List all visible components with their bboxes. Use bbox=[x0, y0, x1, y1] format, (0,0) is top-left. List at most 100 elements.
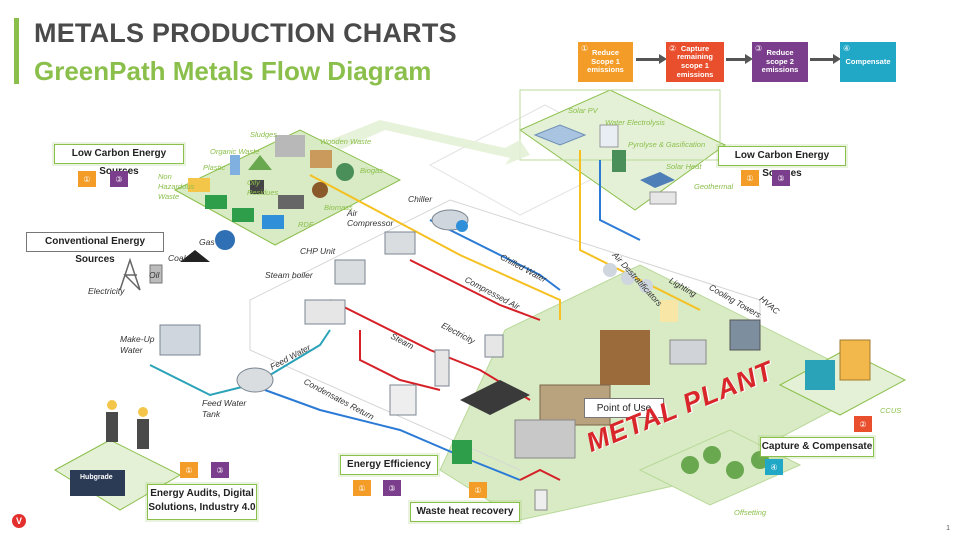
hvac-unit-icon bbox=[729, 319, 761, 351]
solar-pv-icon bbox=[533, 124, 587, 146]
flow-line-waste-heat bbox=[519, 468, 561, 481]
green-arrow-icon bbox=[330, 120, 530, 165]
badge-1-low-carbon-left: ① bbox=[78, 171, 96, 187]
energy-efficiency-icon bbox=[452, 440, 472, 464]
step-1-label: Reduce Scope 1 emissions bbox=[587, 48, 624, 75]
plastic-bottle-icon bbox=[230, 155, 240, 175]
flow-line-blue-top bbox=[599, 160, 641, 241]
chp-unit-icon bbox=[334, 259, 366, 285]
waste-bin-icon bbox=[232, 208, 254, 222]
gas-tank-icon bbox=[215, 230, 235, 250]
step-3-label: Reduce scope 2 emissions bbox=[761, 48, 799, 75]
blast-furnace-icon bbox=[600, 330, 650, 385]
storage-tank-icon bbox=[434, 349, 450, 387]
badge-1-waste-heat: ① bbox=[469, 482, 487, 498]
flow-line-make-up-water bbox=[149, 364, 251, 397]
step-arrow-1 bbox=[636, 54, 667, 64]
biomass-log-icon bbox=[312, 182, 328, 198]
label-electricity-source: Electricity bbox=[88, 286, 125, 296]
label-plastic: Plastic bbox=[203, 163, 226, 172]
pyrolysis-reactor-icon bbox=[612, 150, 626, 172]
geothermal-unit-icon bbox=[649, 191, 677, 205]
label-hubgrade: Hubgrade bbox=[80, 474, 113, 481]
pylon-icon bbox=[119, 257, 141, 291]
badge-3-low-carbon-left: ③ bbox=[110, 171, 128, 187]
point-of-use-label: Point of Use bbox=[584, 398, 664, 418]
badge-4-compensate: ④ bbox=[765, 459, 783, 475]
worker-icon bbox=[138, 407, 148, 417]
tree-icon bbox=[726, 461, 744, 479]
flow-line-feed-water bbox=[269, 329, 331, 376]
step-arrow-2 bbox=[726, 54, 753, 64]
label-feed-water-tank: Feed Water Tank bbox=[202, 398, 247, 419]
factory-building-icon bbox=[514, 419, 576, 459]
coal-pile-icon bbox=[180, 250, 210, 262]
label-coal: Coal bbox=[168, 253, 186, 263]
warehouse-icon bbox=[275, 135, 305, 157]
flow-line-yellow bbox=[309, 174, 561, 320]
label-oil: Oil bbox=[149, 270, 160, 280]
cooling-tower-icon bbox=[669, 339, 707, 365]
low-carbon-sources-right-box: Low Carbon Energy Sources bbox=[718, 146, 846, 179]
page-title: METALS PRODUCTION CHARTS bbox=[34, 18, 457, 48]
label-steam-boiler: Steam boiler bbox=[265, 270, 313, 280]
badge-3-low-carbon-right: ③ bbox=[772, 170, 790, 186]
label-solar-pv: Solar PV bbox=[568, 106, 598, 115]
step-2: ② Capture remaining scope 1 emissions bbox=[666, 42, 724, 82]
label-oily-residues: Oily Residues bbox=[247, 178, 279, 197]
oil-drum-icon bbox=[250, 180, 264, 194]
label-geothermal: Geothermal bbox=[694, 182, 734, 191]
air-destratificator-icon bbox=[621, 271, 635, 285]
company-logo-icon: V bbox=[12, 514, 26, 528]
flow-line-compressed-air bbox=[409, 259, 541, 321]
label-air-compressor: Air Compressor bbox=[347, 208, 394, 228]
flow-line-steam bbox=[359, 330, 441, 391]
capture-compensate-box: Capture & Compensate bbox=[760, 437, 874, 457]
worker-icon bbox=[107, 400, 117, 410]
step-4: ④ Compensate bbox=[840, 42, 896, 82]
label-pyrolyse-gasification: Pyrolyse & Gasification bbox=[628, 140, 706, 149]
label-gas: Gas bbox=[199, 237, 215, 247]
step-1-number: ① bbox=[581, 44, 589, 53]
label-make-up-water: Make-Up Water bbox=[120, 334, 155, 355]
flow-line-yellow-2 bbox=[579, 150, 701, 311]
step-2-label: Capture remaining scope 1 emissions bbox=[676, 43, 714, 79]
electrolyzer-icon bbox=[599, 124, 619, 148]
energy-efficiency-box: Energy Efficiency bbox=[340, 455, 438, 475]
badge-1-low-carbon-right: ① bbox=[741, 170, 759, 186]
steam-boiler-icon bbox=[304, 299, 346, 325]
badge-1-energy-audits: ① bbox=[180, 462, 198, 478]
label-solar-heat: Solar Heat bbox=[666, 162, 702, 171]
flow-line-condensates bbox=[264, 389, 521, 481]
label-chp-unit: CHP Unit bbox=[300, 246, 336, 256]
label-offsetting: Offsetting bbox=[734, 508, 767, 517]
step-3-number: ③ bbox=[755, 44, 763, 53]
label-biomass: Biomass bbox=[324, 203, 353, 212]
biogas-digester-icon bbox=[336, 163, 354, 181]
label-non-hazardous-waste: Non Hazardous Waste bbox=[158, 172, 195, 201]
label-ccus: CCUS bbox=[880, 406, 902, 415]
hubgrade-screen-icon bbox=[70, 470, 125, 496]
conventional-sources-box: Conventional Energy Sources bbox=[26, 232, 164, 265]
flow-line-chilled-water bbox=[429, 219, 561, 291]
step-4-label: Compensate bbox=[845, 56, 891, 66]
step-2-number: ② bbox=[669, 44, 677, 53]
label-rdf: RDF bbox=[298, 220, 314, 229]
label-sludges: Sludges bbox=[250, 130, 278, 139]
lighting-icon bbox=[660, 300, 678, 322]
ccus-building-icon bbox=[839, 339, 871, 381]
solar-heat-panel-icon bbox=[640, 172, 675, 188]
air-destratificator-icon bbox=[639, 279, 653, 293]
waste-bin-icon bbox=[188, 178, 210, 192]
make-up-water-unit-icon bbox=[159, 324, 201, 356]
cabinet-icon bbox=[484, 334, 504, 358]
rdf-icon bbox=[278, 195, 304, 209]
waste-bin-icon bbox=[205, 195, 227, 209]
badge-3-energy-audits: ③ bbox=[211, 462, 229, 478]
tree-icon bbox=[703, 446, 721, 464]
step-arrow-3 bbox=[810, 54, 841, 64]
page-subtitle: GreenPath Metals Flow Diagram bbox=[34, 56, 432, 86]
wood-pile-icon bbox=[310, 150, 332, 168]
badge-1-energy-efficiency: ① bbox=[353, 480, 371, 496]
